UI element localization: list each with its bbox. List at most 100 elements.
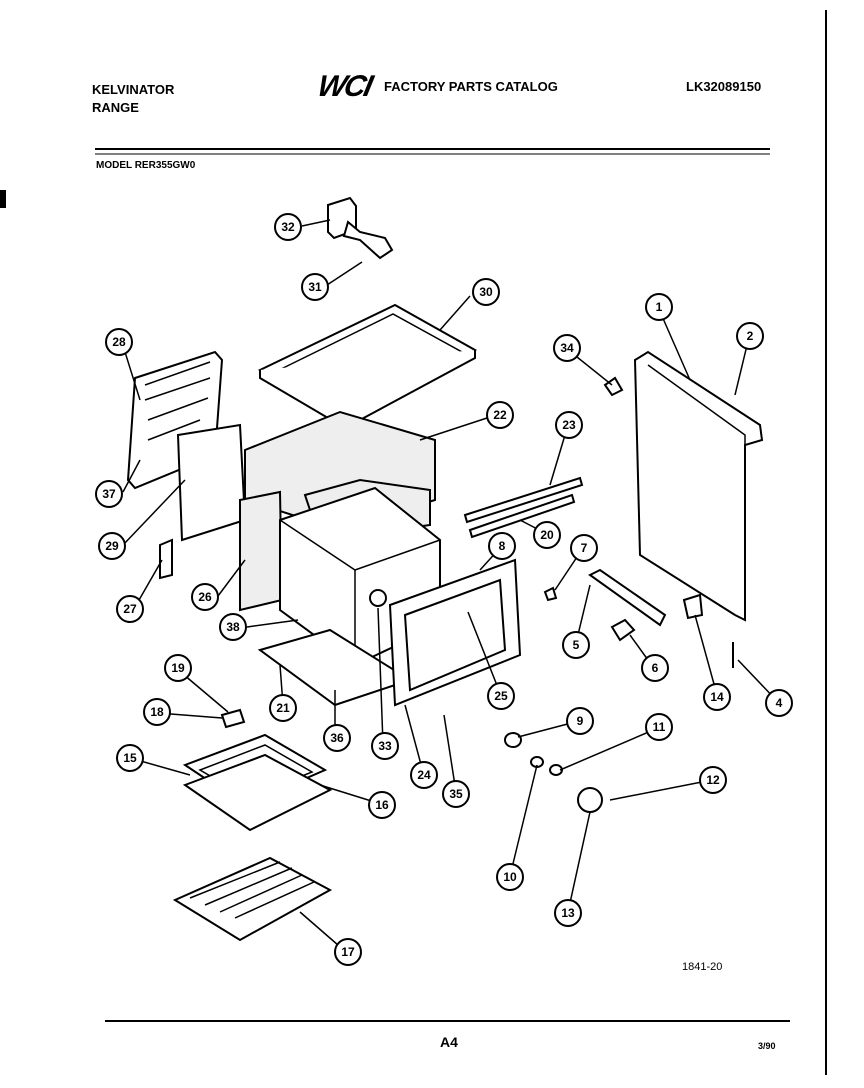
callout-32: 32 <box>274 213 302 241</box>
callout-17: 17 <box>334 938 362 966</box>
svg-text:8: 8 <box>499 539 506 553</box>
callout-23: 23 <box>555 411 583 439</box>
callout-34: 34 <box>553 334 581 362</box>
callout-36: 36 <box>323 724 351 752</box>
callout-22: 22 <box>486 401 514 429</box>
svg-text:7: 7 <box>581 541 588 555</box>
svg-text:20: 20 <box>540 528 554 542</box>
svg-text:36: 36 <box>330 731 344 745</box>
svg-text:18: 18 <box>150 705 164 719</box>
knob <box>577 787 603 813</box>
callout-11: 11 <box>645 713 673 741</box>
svg-text:19: 19 <box>171 661 185 675</box>
callout-25: 25 <box>487 682 515 710</box>
callout-37: 37 <box>95 480 123 508</box>
thermostat-bracket <box>327 196 394 260</box>
svg-text:35: 35 <box>449 787 463 801</box>
trim-strips <box>463 476 584 539</box>
svg-text:24: 24 <box>417 768 431 782</box>
brand-name: KELVINATOR <box>92 82 175 97</box>
svg-text:4: 4 <box>776 696 783 710</box>
model-number: MODEL RER355GW0 <box>96 160 196 171</box>
callout-16: 16 <box>368 791 396 819</box>
callout-33: 33 <box>371 732 399 760</box>
svg-text:30: 30 <box>479 285 493 299</box>
svg-text:17: 17 <box>341 945 355 959</box>
svg-text:1: 1 <box>656 300 663 314</box>
svg-text:12: 12 <box>706 773 720 787</box>
callout-21: 21 <box>269 694 297 722</box>
callout-26: 26 <box>191 583 219 611</box>
svg-text:33: 33 <box>378 739 392 753</box>
callout-28: 28 <box>105 328 133 356</box>
svg-text:5: 5 <box>573 638 580 652</box>
svg-text:14: 14 <box>710 690 724 704</box>
grommet <box>504 732 522 748</box>
callout-2: 2 <box>736 322 764 350</box>
washer <box>549 764 563 776</box>
svg-text:37: 37 <box>102 487 116 501</box>
svg-text:11: 11 <box>653 720 666 734</box>
clip <box>610 618 636 642</box>
callout-1: 1 <box>645 293 673 321</box>
callout-6: 6 <box>641 654 669 682</box>
svg-text:6: 6 <box>652 661 659 675</box>
broiler-pan <box>182 733 333 832</box>
svg-text:29: 29 <box>105 539 119 553</box>
callout-31: 31 <box>301 273 329 301</box>
product-type: RANGE <box>92 100 139 115</box>
door-frame <box>388 558 522 707</box>
callout-24: 24 <box>410 761 438 789</box>
svg-text:27: 27 <box>123 602 137 616</box>
callout-4: 4 <box>765 689 793 717</box>
svg-text:21: 21 <box>276 701 290 715</box>
side-panel <box>159 423 247 580</box>
page-label: A4 <box>440 1034 458 1050</box>
callout-14: 14 <box>703 683 731 711</box>
svg-text:32: 32 <box>281 220 295 234</box>
side-insulation <box>239 490 284 612</box>
callout-10: 10 <box>496 863 524 891</box>
latch <box>682 593 704 620</box>
callout-9: 9 <box>566 707 594 735</box>
callout-29: 29 <box>98 532 126 560</box>
rack-clip <box>220 708 246 729</box>
svg-text:25: 25 <box>494 689 508 703</box>
date-code: 3/90 <box>758 1041 776 1051</box>
catalog-title: FACTORY PARTS CATALOG <box>384 79 558 94</box>
side-door-panel <box>633 350 764 622</box>
callout-19: 19 <box>164 654 192 682</box>
callout-7: 7 <box>570 534 598 562</box>
edge-mark <box>0 190 6 208</box>
callout-12: 12 <box>699 766 727 794</box>
svg-text:2: 2 <box>747 329 754 343</box>
callout-5: 5 <box>562 631 590 659</box>
svg-text:16: 16 <box>375 798 389 812</box>
figure-code: 1841-20 <box>682 961 723 973</box>
callout-38: 38 <box>219 613 247 641</box>
cooktop-panel <box>257 303 478 430</box>
svg-text:31: 31 <box>308 280 322 294</box>
svg-text:13: 13 <box>561 906 575 920</box>
svg-text:22: 22 <box>493 408 507 422</box>
callout-15: 15 <box>116 744 144 772</box>
callout-13: 13 <box>554 899 582 927</box>
svg-text:26: 26 <box>198 590 212 604</box>
bracket <box>588 568 667 627</box>
svg-text:9: 9 <box>577 714 584 728</box>
svg-text:28: 28 <box>112 335 126 349</box>
callout-27: 27 <box>116 595 144 623</box>
svg-text:23: 23 <box>562 418 576 432</box>
callout-30: 30 <box>472 278 500 306</box>
small-clip <box>543 586 558 602</box>
oven-rack <box>172 856 333 942</box>
catalog-number: LK32089150 <box>686 79 762 94</box>
svg-text:15: 15 <box>123 751 137 765</box>
callout-8: 8 <box>488 532 516 560</box>
svg-text:10: 10 <box>503 870 517 884</box>
callout-20: 20 <box>533 521 561 549</box>
svg-text:38: 38 <box>226 620 240 634</box>
callout-18: 18 <box>143 698 171 726</box>
svg-text:34: 34 <box>560 341 574 355</box>
